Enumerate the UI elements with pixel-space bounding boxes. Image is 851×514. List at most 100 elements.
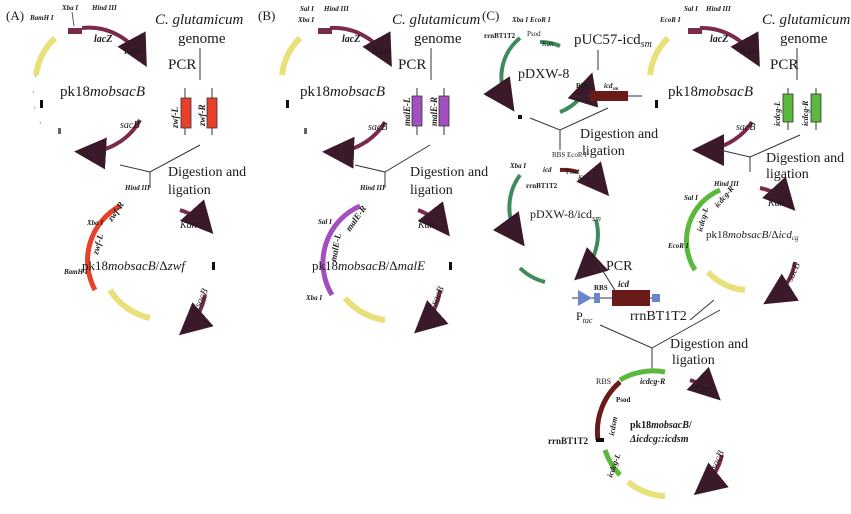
icd-c2: icd (543, 166, 552, 174)
panel-a-product: Hind III Xba I BamH I zwf-L zwf-R Kan sa… (63, 184, 215, 336)
icd-pcr: icd (618, 279, 629, 289)
kan-f: Kan (693, 384, 711, 395)
panel-c-plasmid: EcoR I Sal I Hind III lacZ Kan sacB pk18… (647, 5, 760, 167)
site-xba1-b: Xba I (297, 16, 314, 24)
ligation1: ligation (582, 144, 625, 159)
digestion2: Digestion and (766, 151, 844, 166)
panel-b: (B) C. glutamicum genome PCR lacZ Kan sa… (258, 5, 488, 334)
product-f2: Δicdcg::icdsm (629, 434, 689, 445)
plasmid-label: pk18mobsacB (60, 84, 145, 100)
male-l-label: malE-L (402, 97, 412, 126)
kan-b2-label: Kan (417, 220, 435, 231)
pdxw8-label: pDXW-8 (518, 67, 569, 82)
panel-b-genome: genome (414, 31, 462, 47)
panel-a: (A) C. glutamicum genome PCR lacZ Kan sa… (6, 4, 246, 336)
zwf-insert (85, 203, 122, 292)
male-r-insert-label: malE-R (343, 204, 368, 234)
kan-b-label: Kan (371, 46, 389, 57)
site-hind3-b2: Hind III (359, 184, 385, 192)
male-l-insert-label: malE-L (328, 232, 343, 262)
sal1-r2: Sal I (684, 194, 698, 202)
site-sal1-b: Sal I (300, 5, 314, 13)
panel-c-product2: Hind III Sal I EcoR I icdcg-L icdcg-R Ka… (667, 176, 803, 305)
digestion3: Digestion and (670, 337, 748, 352)
psod-f: Psod (616, 396, 631, 404)
hind3-r2: Hind III (713, 180, 739, 188)
rrnbt1t2-pcr: rrnBT1T2 (630, 309, 687, 324)
lacz-label: lacZ (94, 34, 112, 45)
site-hind3-b: Hind III (323, 5, 349, 13)
psod-c: Psod (527, 30, 541, 38)
product-r2-label: pk18mobsacB/Δicdcg (706, 229, 799, 242)
rbs-pcr: RBS (594, 284, 608, 292)
sacb-b-label: sacB (368, 122, 387, 133)
panel-a-organism: C. glutamicum (155, 12, 243, 28)
zwf-l-label: zwf-L (170, 107, 180, 129)
panel-c-genome: genome (780, 31, 828, 47)
panel-b-product: Hind III Sal I Xba I malE-L malE-R Kan s… (305, 184, 452, 334)
ptac-arrow (578, 290, 592, 306)
kan-b-label: Kan (179, 220, 197, 231)
ligation3: ligation (672, 353, 715, 368)
digestion1: Digestion and (580, 127, 658, 142)
site-hind3: Hind III (91, 4, 117, 12)
site-bamh1-b: BamH I (63, 268, 88, 276)
site-ecor1-r: EcoR I (659, 16, 681, 24)
pdxw8-icd-plasmid: RBS EcoR I Xba I icd Psod Kan rrnBT1T2 p… (492, 151, 610, 284)
panel-b-primers: malE-L malE-R (402, 88, 450, 135)
panel-a-pcr: PCR (168, 57, 196, 73)
panel-a-label: (A) (6, 8, 24, 23)
panel-a-ligation: ligation (168, 183, 211, 198)
site-sal1-b2: Sal I (318, 218, 332, 226)
icdcg-r-f: icdcg-R (640, 377, 666, 386)
panel-c-primers: icdcg-L icdcg-R (773, 88, 822, 130)
icdcg-l-label: icdcg-L (773, 101, 782, 126)
panel-c-label: (C) (482, 8, 499, 23)
panel-a-genome: genome (178, 31, 226, 47)
site-sal1-r: Sal I (684, 5, 698, 13)
sacb-b2-label: sacB (429, 285, 447, 307)
pcr-c: PCR (606, 259, 633, 274)
site-bamh1: BamH I (29, 14, 54, 22)
site-xba1-b2: Xba I (305, 294, 322, 302)
rrnbt1t2-c: rrnBT1T2 (484, 32, 516, 40)
rbs-c: RBS (576, 82, 590, 90)
panel-a-primers: zwf-L zwf-R (170, 88, 218, 135)
panel-b-ligation: ligation (410, 183, 453, 198)
lacz-block (68, 28, 82, 34)
panel-a-plasmid: lacZ Kan sacB pk18mobsacB BamH I Xba I H… (29, 4, 147, 170)
panel-c: (C) Xba I EcoR I rrnBT1T2 Psod Kan pDXW-… (482, 5, 850, 499)
sacb-f: sacB (709, 449, 727, 471)
xba1-c2: Xba I (509, 162, 526, 170)
ptac-insert: RBS icd Ptac rrnBT1T2 (572, 279, 687, 325)
kan-marker (81, 25, 147, 68)
sacb-b-marker (178, 294, 214, 336)
site-hind3-r: Hind III (705, 5, 731, 13)
panel-b-organism: C. glutamicum (392, 12, 480, 28)
site-xba1-c: Xba I (511, 16, 528, 24)
final-plasmid: RBS icdcg-R Psod Kan icdsm rrnBT1T2 icdc… (548, 366, 729, 499)
zwf-l-block (180, 97, 192, 129)
icd-sm-insert: RBS icdsm (572, 82, 642, 101)
icd-sm-f: icdsm (607, 416, 619, 436)
rrnbt1t2-f: rrnBT1T2 (548, 436, 589, 446)
panel-b-label: (B) (258, 8, 275, 23)
yellow-origin (33, 35, 58, 76)
product-a-label: pk18mobsacB/Δzwf (82, 258, 187, 273)
plasmid-r-label: pk18mobsacB (668, 84, 753, 100)
kan-r-label: Kan (739, 46, 757, 57)
rbs-ecor1: RBS EcoR I (552, 151, 587, 159)
site-hind3-b: Hind III (124, 184, 150, 192)
panel-b-pcr: PCR (398, 57, 426, 73)
pdxw8-plasmid: Xba I EcoR I rrnBT1T2 Psod Kan pDXW-8 (483, 16, 599, 119)
panel-a-digestion: Digestion and (168, 165, 246, 180)
product-b-label: pk18mobsacB/ΔmalE (312, 258, 425, 273)
panel-b-plasmid: lacZ Kan sacB pk18mobsacB Xba I Sal I Hi… (279, 5, 392, 169)
sacb-r-label: sacB (736, 122, 755, 133)
kan-c: Kan (541, 40, 554, 48)
puc57-label: pUC57-icdsm (574, 32, 652, 50)
kan-label: Kan (123, 46, 141, 57)
zwf-r-label: zwf-R (197, 104, 207, 127)
plasmid-b-label: pk18mobsacB (300, 84, 385, 100)
